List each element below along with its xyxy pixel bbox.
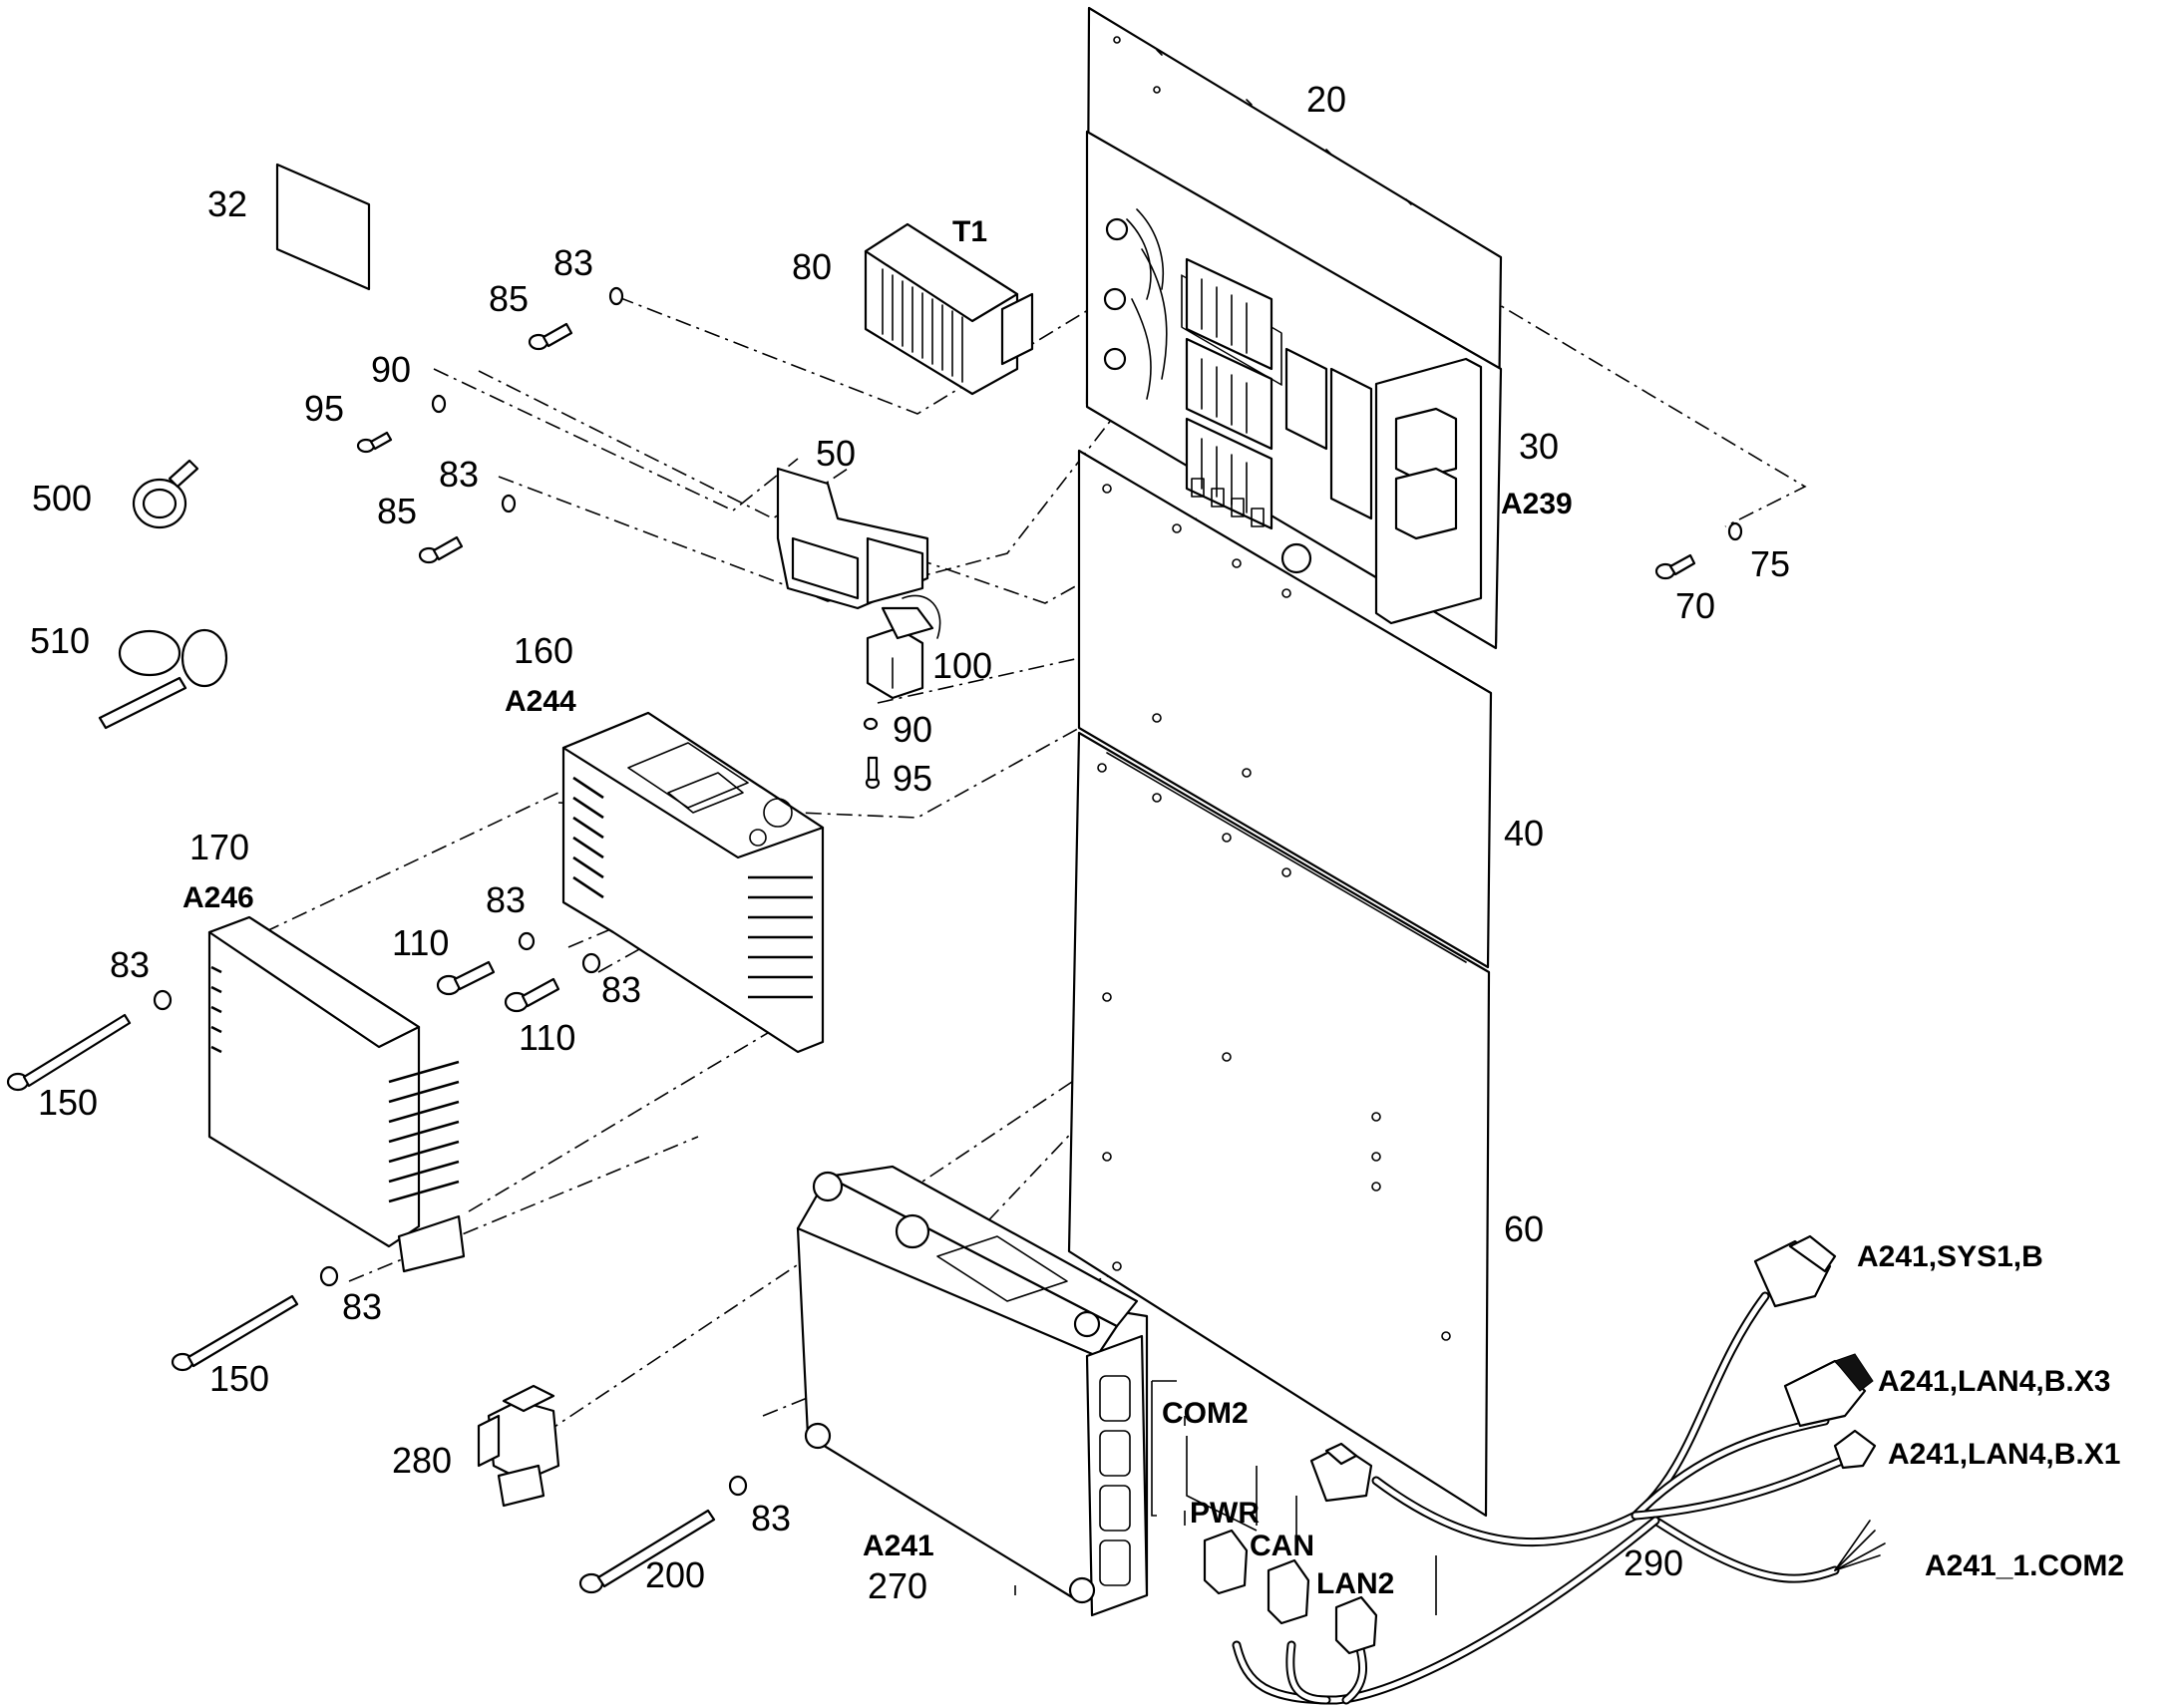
- label-a246: A246: [182, 881, 254, 914]
- label-83-g: 83: [751, 1498, 791, 1538]
- label-290: 290: [1624, 1542, 1683, 1583]
- label-a241-lan4-b-x1: A241,LAN4,B.X1: [1888, 1438, 2120, 1471]
- label-100: 100: [932, 645, 992, 686]
- label-a241: A241: [863, 1530, 934, 1562]
- label-com2: COM2: [1162, 1397, 1249, 1430]
- label-70: 70: [1675, 585, 1715, 626]
- label-160: 160: [514, 630, 573, 671]
- label-170: 170: [189, 827, 249, 867]
- cable-clip-510: [98, 628, 228, 730]
- label-plate-32: [275, 163, 371, 291]
- label-270: 270: [868, 1565, 927, 1606]
- bracket-50: [776, 467, 929, 610]
- label-83-a: 83: [553, 242, 593, 283]
- screw-95-upper: [356, 431, 393, 454]
- label-60: 60: [1504, 1208, 1544, 1249]
- bottom-plate-60: [1067, 731, 1491, 1518]
- label-95-b: 95: [893, 758, 932, 799]
- label-80: 80: [792, 246, 832, 287]
- label-110-b: 110: [519, 1017, 575, 1058]
- label-lan2: LAN2: [1316, 1567, 1394, 1600]
- screw-95-lower: [865, 756, 881, 790]
- label-85-b: 85: [377, 491, 417, 531]
- long-screw-150-lower: [171, 1294, 299, 1372]
- label-30: 30: [1519, 426, 1559, 467]
- connector-lan4-x1: [1833, 1429, 1877, 1470]
- label-t1: T1: [952, 215, 987, 248]
- long-screw-200: [578, 1509, 716, 1594]
- washer-90-upper: [431, 394, 447, 414]
- label-280: 280: [392, 1440, 452, 1481]
- label-83-f: 83: [342, 1286, 382, 1327]
- label-90-b: 90: [893, 709, 932, 750]
- label-32: 32: [207, 183, 247, 224]
- washer-75: [1727, 521, 1743, 541]
- label-85-a: 85: [489, 278, 529, 319]
- label-510: 510: [30, 620, 90, 661]
- screw-85-upper: [528, 322, 573, 351]
- connector-com2-harness: [1309, 1442, 1373, 1503]
- label-a244: A244: [505, 685, 576, 718]
- label-83-d: 83: [486, 879, 526, 920]
- callout-brackets: [1014, 1380, 1437, 1615]
- label-a241-lan4-b-x3: A241,LAN4,B.X3: [1878, 1365, 2110, 1398]
- screw-70: [1654, 553, 1696, 580]
- washer-83-c: [581, 952, 601, 974]
- label-pwr: PWR: [1190, 1497, 1260, 1530]
- label-200: 200: [645, 1554, 705, 1595]
- open-wires-com2: [1834, 1520, 1886, 1571]
- screw-110-upper: [436, 960, 496, 996]
- washer-83-e: [728, 1475, 748, 1497]
- callout-labels: 20 32 T1 80 83 85 90 95 83 85 500 510 50…: [30, 79, 2124, 1606]
- connector-can: [1267, 1558, 1310, 1625]
- connector-pwr: [1203, 1529, 1249, 1595]
- screw-85-lower: [418, 535, 464, 564]
- screw-110-lower: [504, 977, 560, 1013]
- label-20: 20: [1306, 79, 1346, 120]
- main-unit-a241: [796, 1165, 1149, 1617]
- washer-90-lower: [863, 717, 879, 731]
- label-a241-sys1-b: A241,SYS1,B: [1857, 1240, 2043, 1273]
- washer-83-a: [153, 989, 173, 1011]
- label-can: CAN: [1250, 1530, 1314, 1562]
- transformer-t1: [864, 222, 1034, 396]
- connector-lan4-x3: [1783, 1353, 1874, 1428]
- mounting-plate-30: [1085, 130, 1503, 650]
- cable-tie-500: [132, 459, 199, 529]
- label-a241-1-com2: A241_1.COM2: [1925, 1549, 2124, 1582]
- label-83-c: 83: [110, 944, 150, 985]
- label-110-a: 110: [392, 922, 449, 963]
- washer-83-lower: [501, 494, 517, 513]
- module-a244: [561, 711, 825, 1054]
- connector-lan2: [1334, 1595, 1378, 1655]
- connector-sys1: [1753, 1234, 1837, 1308]
- long-screw-150-upper: [6, 1013, 132, 1092]
- washer-83-d: [319, 1265, 339, 1287]
- module-a246: [207, 915, 466, 1273]
- label-40: 40: [1504, 813, 1544, 854]
- connector-100: [866, 594, 941, 700]
- label-500: 500: [32, 478, 92, 518]
- washer-83-b: [518, 931, 536, 951]
- label-a239: A239: [1501, 488, 1573, 520]
- label-95-a: 95: [304, 388, 344, 429]
- label-150-a: 150: [38, 1082, 98, 1123]
- label-50: 50: [816, 433, 856, 474]
- label-83-b: 83: [439, 454, 479, 495]
- label-83-e: 83: [601, 969, 641, 1010]
- label-90-a: 90: [371, 349, 411, 390]
- label-150-b: 150: [209, 1358, 269, 1399]
- connector-280: [477, 1384, 560, 1508]
- label-75: 75: [1750, 543, 1790, 584]
- washer-83-upper: [608, 286, 624, 306]
